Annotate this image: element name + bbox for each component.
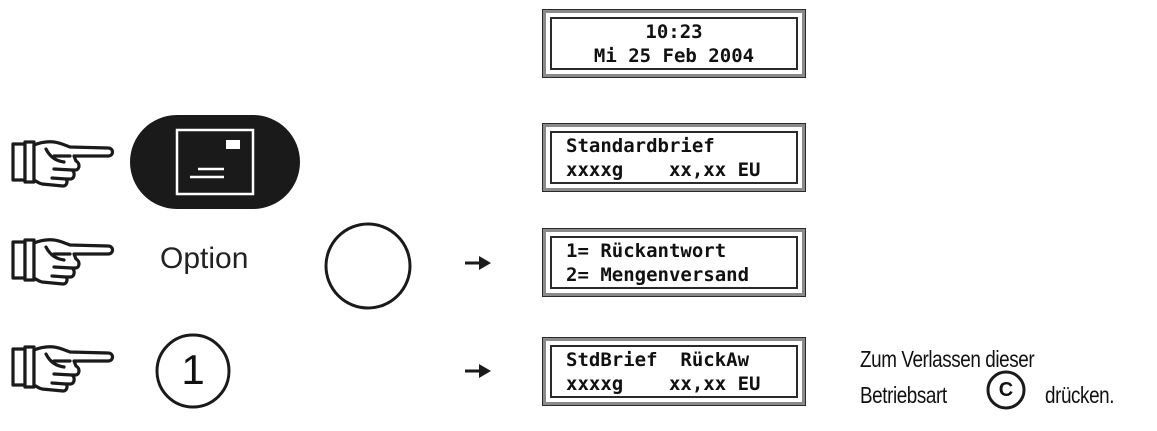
pointing-hand-icon xyxy=(10,135,116,189)
option-label: Option xyxy=(160,242,249,275)
pointing-hand-icon xyxy=(10,340,116,394)
c-key-label: C xyxy=(998,379,1014,401)
display-clock-date: Mi 25 Feb 2004 xyxy=(593,45,755,67)
pointing-hand-icon xyxy=(10,233,116,287)
c-key[interactable]: C xyxy=(985,369,1027,411)
letter-envelope-icon xyxy=(175,128,255,196)
round-key-icon[interactable] xyxy=(322,220,414,312)
display-standard-line1: Standardbrief xyxy=(566,135,715,157)
display-reply-line2: xxxxg xx,xx EU xyxy=(566,373,761,395)
display-frame xyxy=(550,236,798,289)
display-option-menu: 1= Rückantwort 2= Mengenversand xyxy=(543,229,805,296)
right-arrow-icon xyxy=(465,256,491,270)
exit-note-line2-start: Betriebsart xyxy=(860,382,947,408)
display-standard: Standardbrief xxxxg xx,xx EU xyxy=(543,124,805,191)
display-frame xyxy=(550,131,798,184)
display-standard-line2: xxxxg xx,xx EU xyxy=(566,159,761,181)
exit-note-line1: Zum Verlassen dieser xyxy=(860,346,1035,372)
number-key-1[interactable]: 1 xyxy=(154,332,232,410)
display-option-line1: 1= Rückantwort xyxy=(566,240,727,262)
display-frame xyxy=(550,345,798,398)
display-reply-mode: StdBrief RückAw xxxxg xx,xx EU xyxy=(543,338,805,405)
display-frame xyxy=(550,17,798,70)
display-clock: 10:23 Mi 25 Feb 2004 xyxy=(543,10,805,77)
round-key-icon xyxy=(986,370,1026,410)
display-option-line2: 2= Mengenversand xyxy=(566,264,750,286)
exit-note-line2-end: drücken. xyxy=(1045,382,1115,408)
display-reply-line1: StdBrief RückAw xyxy=(566,349,750,371)
display-clock-time: 10:23 xyxy=(645,21,703,43)
letter-mode-key[interactable] xyxy=(130,115,300,209)
round-key-icon xyxy=(155,333,231,409)
right-arrow-icon xyxy=(465,364,491,378)
number-key-label: 1 xyxy=(181,346,205,393)
